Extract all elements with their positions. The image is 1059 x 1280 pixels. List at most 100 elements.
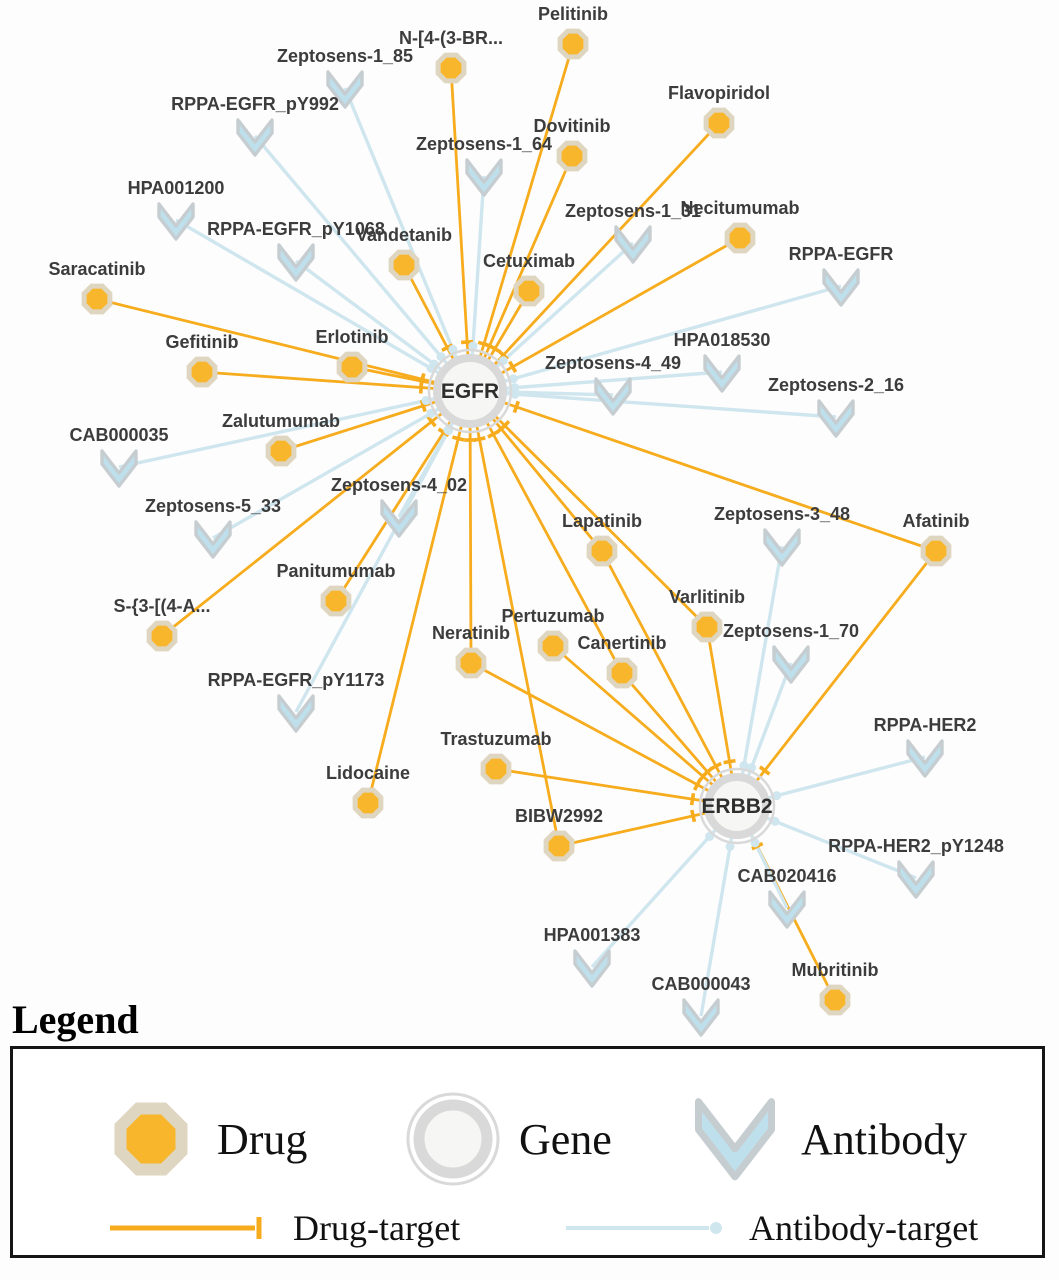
edge-ERBB2-Pertuzumab: [552, 644, 738, 808]
antibody-edge-dot: [421, 396, 431, 406]
drug-node-Panitumumab[interactable]: [320, 585, 352, 617]
edge-EGFR-Zeptosens-2_16: [469, 389, 837, 419]
antibody-edge-dot: [508, 374, 518, 384]
legend-item-gene: Gene: [403, 1089, 612, 1189]
drug-icon: [81, 283, 113, 315]
drug-node-Lidocaine[interactable]: [352, 787, 384, 819]
drug-node-Pelitinib[interactable]: [557, 28, 589, 60]
antibody-label: HPA001383: [544, 925, 641, 945]
antibody-node-Zeptosens-1_31[interactable]: [614, 225, 652, 264]
drug-node-Necitumumab[interactable]: [724, 222, 756, 254]
gene-node-ERBB2[interactable]: ERBB2: [698, 767, 776, 845]
drug-icon: [336, 351, 368, 383]
drug-node-Dovitinib[interactable]: [556, 140, 588, 172]
antibody-node-CAB020416[interactable]: [768, 890, 806, 929]
antibody-node-HPA018530[interactable]: [703, 354, 741, 393]
drug-label: Panitumumab: [276, 561, 395, 581]
drug-label: Lidocaine: [326, 763, 410, 783]
antibody-icon: [573, 949, 611, 988]
drug-node-Neratinib[interactable]: [455, 647, 487, 679]
drug-node-S-{3-[(4-A[interactable]: [146, 620, 178, 652]
antibody-edge-dot: [510, 389, 520, 399]
inhibit-tee-marker: [488, 344, 501, 354]
legend-title: Legend: [12, 997, 139, 1042]
antibody-node-RPPA-EGFR[interactable]: [822, 268, 860, 307]
drug-node-Erlotinib[interactable]: [336, 351, 368, 383]
drug-node-Vandetanib[interactable]: [388, 249, 420, 281]
drug-node-Saracatinib[interactable]: [81, 283, 113, 315]
drug-node-N-[4-(3-BR[interactable]: [435, 52, 467, 84]
drug-icon: [435, 52, 467, 84]
drug-label: N-[4-(3-BR...: [399, 28, 503, 48]
antibody-node-Zeptosens-3_48[interactable]: [763, 528, 801, 567]
antibody-node-CAB000043[interactable]: [682, 998, 720, 1037]
drug-label: Flavopiridol: [668, 83, 770, 103]
antibody-label: RPPA-EGFR: [789, 244, 894, 264]
antibody-node-RPPA-HER2_pY1248[interactable]: [897, 860, 935, 899]
inhibit-tee-marker: [419, 374, 425, 388]
antibody-icon: [614, 225, 652, 264]
drug-node-BIBW2992[interactable]: [543, 830, 575, 862]
drug-node-Mubritinib[interactable]: [819, 984, 851, 1016]
antibody-icon: [822, 268, 860, 307]
antibody-label: Zeptosens-2_16: [768, 375, 904, 395]
edge-ERBB2-Lapatinib: [600, 550, 739, 807]
drug-icon: [480, 753, 512, 785]
drug-node-Canertinib[interactable]: [606, 657, 638, 689]
antibody-edge-dot: [468, 341, 478, 351]
antibody-node-CAB000035[interactable]: [100, 449, 138, 488]
drug-node-Varlitinib[interactable]: [691, 611, 723, 643]
drug-node-Afatinib[interactable]: [920, 535, 952, 567]
drug-icon: [724, 222, 756, 254]
drug-node-Zalutumumab[interactable]: [265, 435, 297, 467]
antibody-node-Zeptosens-1_70[interactable]: [772, 645, 810, 684]
edge-EGFR-S-{3-[(4-A: [161, 389, 471, 638]
antibody-node-Zeptosens-5_33[interactable]: [194, 520, 232, 559]
antibody-node-Zeptosens-2_16[interactable]: [817, 399, 855, 438]
legend-label-antibody-target: Antibody-target: [749, 1208, 979, 1248]
antibody-node-HPA001200[interactable]: [157, 202, 195, 241]
antibody-node-Zeptosens-1_85[interactable]: [326, 70, 364, 109]
antibody-icon: [897, 860, 935, 899]
drug-icon: [557, 28, 589, 60]
drug-label: Saracatinib: [48, 259, 145, 279]
drug-node-Flavopiridol[interactable]: [703, 107, 735, 139]
drug-node-Trastuzumab[interactable]: [480, 753, 512, 785]
antibody-icon: [695, 1098, 775, 1181]
edge-EGFR-Flavopiridol: [468, 122, 721, 392]
antibody-label: RPPA-HER2: [874, 715, 977, 735]
drug-node-Cetuximab[interactable]: [513, 275, 545, 307]
antibody-node-HPA001383[interactable]: [573, 949, 611, 988]
edge-EGFR-HPA001200: [175, 218, 471, 393]
inhibit-tee-marker: [461, 339, 474, 345]
gene-icon: [406, 1092, 500, 1186]
drug-label: Neratinib: [432, 623, 510, 643]
edge-EGFR-Dovitinib: [468, 155, 574, 392]
antibody-icon: [772, 645, 810, 684]
drug-icon: [146, 620, 178, 652]
drug-icon: [920, 535, 952, 567]
gene-node-EGFR[interactable]: EGFR: [427, 348, 513, 434]
drug-label: Trastuzumab: [440, 729, 551, 749]
gene-label: EGFR: [441, 380, 499, 403]
antibody-node-Zeptosens-4_49[interactable]: [594, 377, 632, 416]
inhibit-tee-marker: [451, 435, 465, 442]
drug-node-Pertuzumab[interactable]: [537, 630, 569, 662]
antibody-node-RPPA-EGFR_pY1068[interactable]: [277, 243, 315, 282]
legend-box: Drug Gene Antibody Drug-target: [10, 1046, 1045, 1258]
drug-node-Lapatinib[interactable]: [586, 535, 618, 567]
edge-EGFR-Varlitinib: [469, 390, 708, 628]
drug-node-Gefitinib[interactable]: [186, 356, 218, 388]
gene-outer-ring: [698, 767, 776, 845]
antibody-label: RPPA-EGFR_pY992: [171, 94, 339, 114]
inhibit-tee-marker: [512, 400, 520, 414]
drug-label: Pelitinib: [538, 4, 608, 24]
edge-EGFR-RPPA-EGFR_pY992: [253, 134, 472, 393]
antibody-node-RPPA-EGFR_pY1173[interactable]: [277, 694, 315, 733]
antibody-node-Zeptosens-4_02[interactable]: [380, 499, 418, 538]
inhibit-tee-marker: [692, 778, 702, 791]
antibody-node-RPPA-HER2[interactable]: [906, 739, 944, 778]
antibody-node-RPPA-EGFR_pY992[interactable]: [236, 118, 274, 157]
drug-icon: [513, 275, 545, 307]
antibody-node-Zeptosens-1_64[interactable]: [465, 158, 503, 197]
